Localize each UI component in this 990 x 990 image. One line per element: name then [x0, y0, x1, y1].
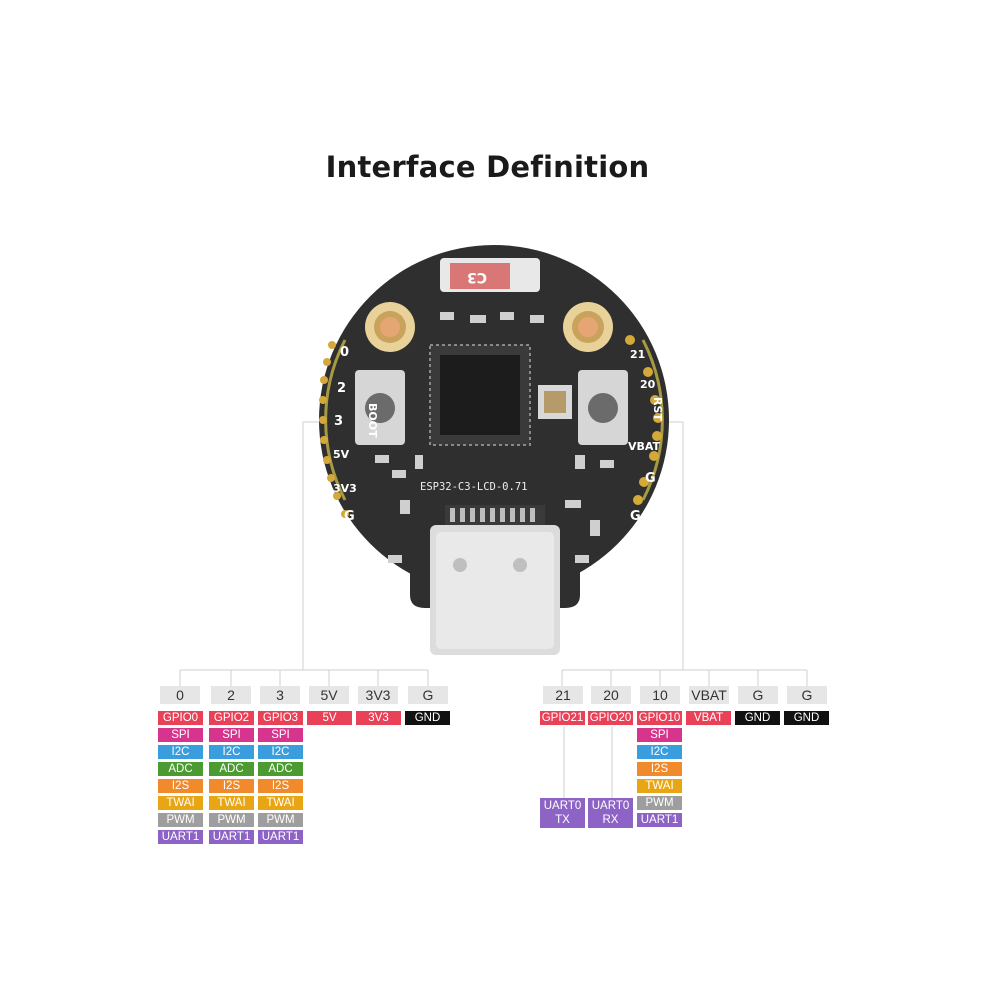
edge-label-0: 0	[340, 345, 349, 360]
edge-label-g2: G	[630, 509, 641, 524]
pin-header-3v3: 3V3	[358, 686, 398, 704]
tag-pwm: PWM	[209, 813, 254, 827]
tag-twai: TWAI	[209, 796, 254, 810]
tag-pwm: PWM	[637, 796, 682, 810]
board-model-silkscreen: ESP32-C3-LCD-0.71	[420, 481, 527, 493]
pin-header-g2: G	[787, 686, 827, 704]
pin-header-3: 3	[260, 686, 300, 704]
tag-adc: ADC	[209, 762, 254, 776]
tag-gnd-left: GND	[405, 711, 450, 725]
tag-spi: SPI	[258, 728, 303, 742]
tag-gpio20: GPIO20	[588, 711, 633, 725]
boot-label: BOOT	[366, 403, 379, 438]
tag-vbat: VBAT	[686, 711, 731, 725]
tag-adc: ADC	[158, 762, 203, 776]
tag-i2s: I2S	[158, 779, 203, 793]
tag-gpio3: GPIO3	[258, 711, 303, 725]
tag-i2s: I2S	[209, 779, 254, 793]
mounting-hole-left	[365, 302, 415, 352]
pin-header-g1: G	[738, 686, 778, 704]
tag-spi: SPI	[158, 728, 203, 742]
tag-uart1: UART1	[209, 830, 254, 844]
tag-i2s: I2S	[637, 762, 682, 776]
svg-text:C3: C3	[467, 269, 487, 285]
tag-gnd-right-2: GND	[784, 711, 829, 725]
edge-label-g: G	[344, 509, 355, 524]
pin-header-21: 21	[543, 686, 583, 704]
pin-header-10: 10	[640, 686, 680, 704]
usb-c-connector	[430, 505, 560, 655]
tag-i2c: I2C	[158, 745, 203, 759]
tag-5v: 5V	[307, 711, 352, 725]
right-edge-pads	[625, 335, 663, 505]
tag-gnd-right-1: GND	[735, 711, 780, 725]
tag-twai: TWAI	[637, 779, 682, 793]
tag-gpio2: GPIO2	[209, 711, 254, 725]
tag-twai: TWAI	[158, 796, 203, 810]
edge-label-20: 20	[640, 378, 656, 391]
tag-adc: ADC	[258, 762, 303, 776]
tag-spi: SPI	[637, 728, 682, 742]
passive-components	[375, 312, 614, 563]
tag-gpio0: GPIO0	[158, 711, 203, 725]
tag-uart1: UART1	[158, 830, 203, 844]
edge-label-2: 2	[337, 381, 346, 396]
tag-twai: TWAI	[258, 796, 303, 810]
esp32-chip	[429, 344, 531, 446]
reset-button	[578, 370, 628, 445]
tag-i2c: I2C	[637, 745, 682, 759]
tag-i2s: I2S	[258, 779, 303, 793]
board-silkscreen-right: 21 20 VBAT G G RST	[628, 348, 664, 524]
tag-i2c: I2C	[209, 745, 254, 759]
tag-pwm: PWM	[258, 813, 303, 827]
edge-label-3: 3	[334, 414, 343, 429]
battery-connector: C3	[440, 258, 540, 292]
mounting-hole-right	[563, 302, 613, 352]
pin-header-vbat: VBAT	[689, 686, 729, 704]
tag-pwm: PWM	[158, 813, 203, 827]
tag-gpio21: GPIO21	[540, 711, 585, 725]
left-edge-pads	[319, 341, 349, 518]
pin-header-2: 2	[211, 686, 251, 704]
tag-3v3: 3V3	[356, 711, 401, 725]
pin-header-5v: 5V	[309, 686, 349, 704]
pin-header-20: 20	[591, 686, 631, 704]
tag-uart1: UART1	[258, 830, 303, 844]
edge-label-5v: 5V	[333, 448, 350, 461]
pin-header-0: 0	[160, 686, 200, 704]
tag-spi: SPI	[209, 728, 254, 742]
tag-i2c: I2C	[258, 745, 303, 759]
rst-label: RST	[651, 397, 664, 421]
edge-label-3v3: 3V3	[333, 482, 357, 495]
edge-label-vbat: VBAT	[628, 440, 661, 453]
tag-uart1: UART1	[637, 813, 682, 827]
board-silkscreen-left: 0 2 3 5V 3V3 G BOOT	[333, 345, 379, 524]
edge-label-g1: G	[645, 471, 656, 486]
boot-button	[355, 370, 405, 445]
edge-label-21: 21	[630, 348, 645, 361]
pin-header-g: G	[408, 686, 448, 704]
page-title: Interface Definition	[325, 150, 650, 184]
tag-gpio10: GPIO10	[637, 711, 682, 725]
